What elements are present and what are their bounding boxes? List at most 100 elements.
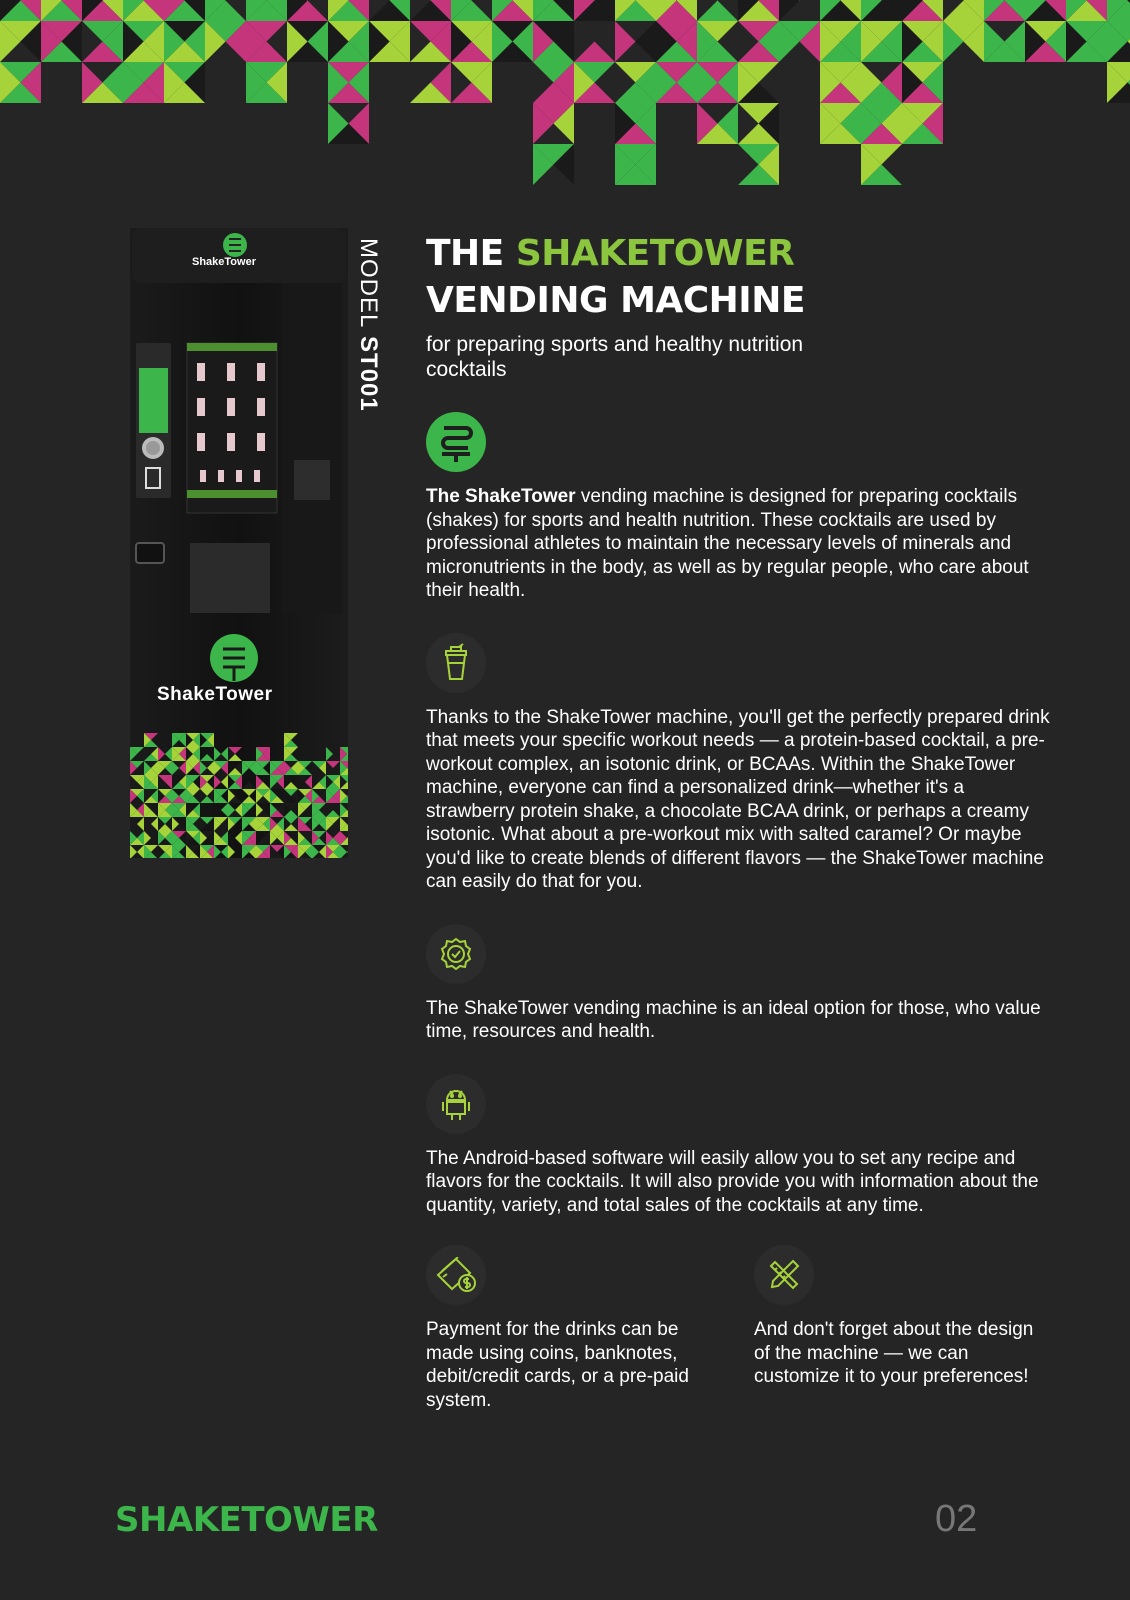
pattern-triangle	[328, 62, 369, 83]
pattern-triangle	[799, 21, 820, 62]
pattern-triangle	[228, 817, 242, 824]
pattern-triangle	[242, 838, 256, 845]
pattern-triangle	[246, 0, 267, 21]
pattern-triangle	[861, 144, 882, 185]
pattern-triangle	[1025, 0, 1046, 21]
pattern-triangle	[201, 852, 213, 858]
pattern-triangle	[340, 782, 348, 789]
pattern-triangle	[164, 21, 185, 62]
pattern-triangle	[1107, 62, 1128, 103]
pattern-triangle	[298, 824, 312, 831]
pattern-triangle	[615, 0, 636, 21]
pattern-triangle	[144, 817, 158, 824]
pattern-triangle	[270, 761, 284, 768]
pattern-triangle	[193, 817, 200, 831]
pattern-triangle	[186, 845, 200, 852]
pattern-triangle	[82, 0, 123, 21]
pattern-triangle	[123, 0, 144, 21]
pattern-triangle	[200, 817, 207, 831]
pattern-triangle	[1025, 41, 1066, 62]
pattern-triangle	[1025, 0, 1066, 21]
bottom-sections: Payment for the drinks can be made using…	[426, 1245, 1051, 1412]
pattern-triangle	[312, 831, 326, 838]
pattern-triangle	[270, 782, 284, 789]
pattern-triangle	[676, 0, 697, 21]
pattern-triangle	[451, 0, 472, 21]
pattern-triangle	[902, 62, 923, 103]
pattern-triangle	[284, 740, 298, 747]
pattern-triangle	[228, 817, 235, 831]
pattern-triangle	[123, 82, 164, 103]
pattern-triangle	[172, 733, 179, 747]
pattern-triangle	[656, 62, 677, 103]
pattern-triangle	[284, 810, 298, 817]
pattern-triangle	[256, 761, 263, 775]
pattern-triangle	[922, 103, 943, 144]
pattern-triangle	[256, 803, 263, 817]
pattern-triangle	[340, 824, 348, 831]
pattern-triangle	[82, 82, 123, 103]
pattern-triangle	[284, 782, 298, 789]
pattern-triangle	[922, 0, 943, 21]
pattern-triangle	[205, 21, 226, 62]
pattern-triangle	[333, 747, 340, 761]
pattern-triangle	[574, 0, 615, 21]
pattern-triangle	[144, 754, 158, 761]
pattern-triangle	[389, 0, 410, 21]
pattern-triangle	[200, 831, 207, 845]
pattern-triangle	[228, 796, 242, 803]
pattern-triangle	[235, 761, 242, 775]
pattern-triangle	[172, 824, 186, 831]
pattern-triangle	[328, 62, 349, 103]
pattern-triangle	[270, 789, 277, 803]
pattern-triangle	[738, 103, 779, 124]
pattern-triangle	[186, 831, 193, 845]
pattern-triangle	[389, 0, 390, 1]
pattern-triangle	[533, 21, 574, 42]
pattern-triangle	[312, 838, 326, 845]
pattern-triangle	[697, 21, 718, 62]
pattern-triangle	[348, 62, 369, 103]
pattern-triangle	[284, 831, 291, 845]
pattern-triangle	[594, 0, 595, 1]
pattern-triangle	[533, 62, 574, 83]
pattern-triangle	[172, 810, 186, 817]
pattern-triangle	[225, 21, 246, 62]
pattern-triangle	[340, 775, 348, 782]
pattern-triangle	[656, 21, 697, 42]
pattern-triangle	[165, 803, 172, 817]
pattern-triangle	[173, 852, 185, 858]
pattern-triangle	[326, 845, 333, 858]
pattern-triangle	[840, 62, 861, 103]
pattern-triangle	[242, 817, 249, 831]
pattern-triangle	[312, 796, 326, 803]
pattern-triangle	[347, 753, 348, 755]
pattern-triangle	[277, 817, 284, 831]
pattern-triangle	[186, 824, 200, 831]
pattern-triangle	[144, 761, 151, 775]
pattern-triangle	[758, 0, 759, 1]
pattern-triangle	[553, 0, 554, 1]
pattern-triangle	[738, 21, 779, 42]
pattern-triangle	[102, 21, 123, 62]
pattern-triangle	[242, 831, 256, 838]
pattern-triangle	[123, 21, 164, 42]
pattern-triangle	[130, 747, 144, 754]
pattern-triangle	[186, 740, 200, 747]
pattern-triangle	[207, 789, 214, 803]
pattern-triangle	[172, 831, 179, 845]
pattern-triangle	[82, 41, 123, 62]
pattern-triangle	[200, 817, 214, 824]
pattern-triangle	[327, 852, 339, 858]
intro-text: vending machine is designed for preparin…	[426, 486, 1029, 601]
pattern-triangle	[284, 824, 298, 831]
pattern-triangle	[172, 747, 179, 761]
pattern-triangle	[820, 0, 861, 21]
pattern-triangle	[246, 62, 287, 83]
pattern-triangle	[298, 817, 305, 831]
pattern-triangle	[319, 761, 326, 775]
pattern-triangle	[221, 803, 228, 817]
pattern-triangle	[214, 845, 221, 858]
pattern-triangle	[246, 21, 267, 62]
pattern-triangle	[284, 817, 298, 824]
